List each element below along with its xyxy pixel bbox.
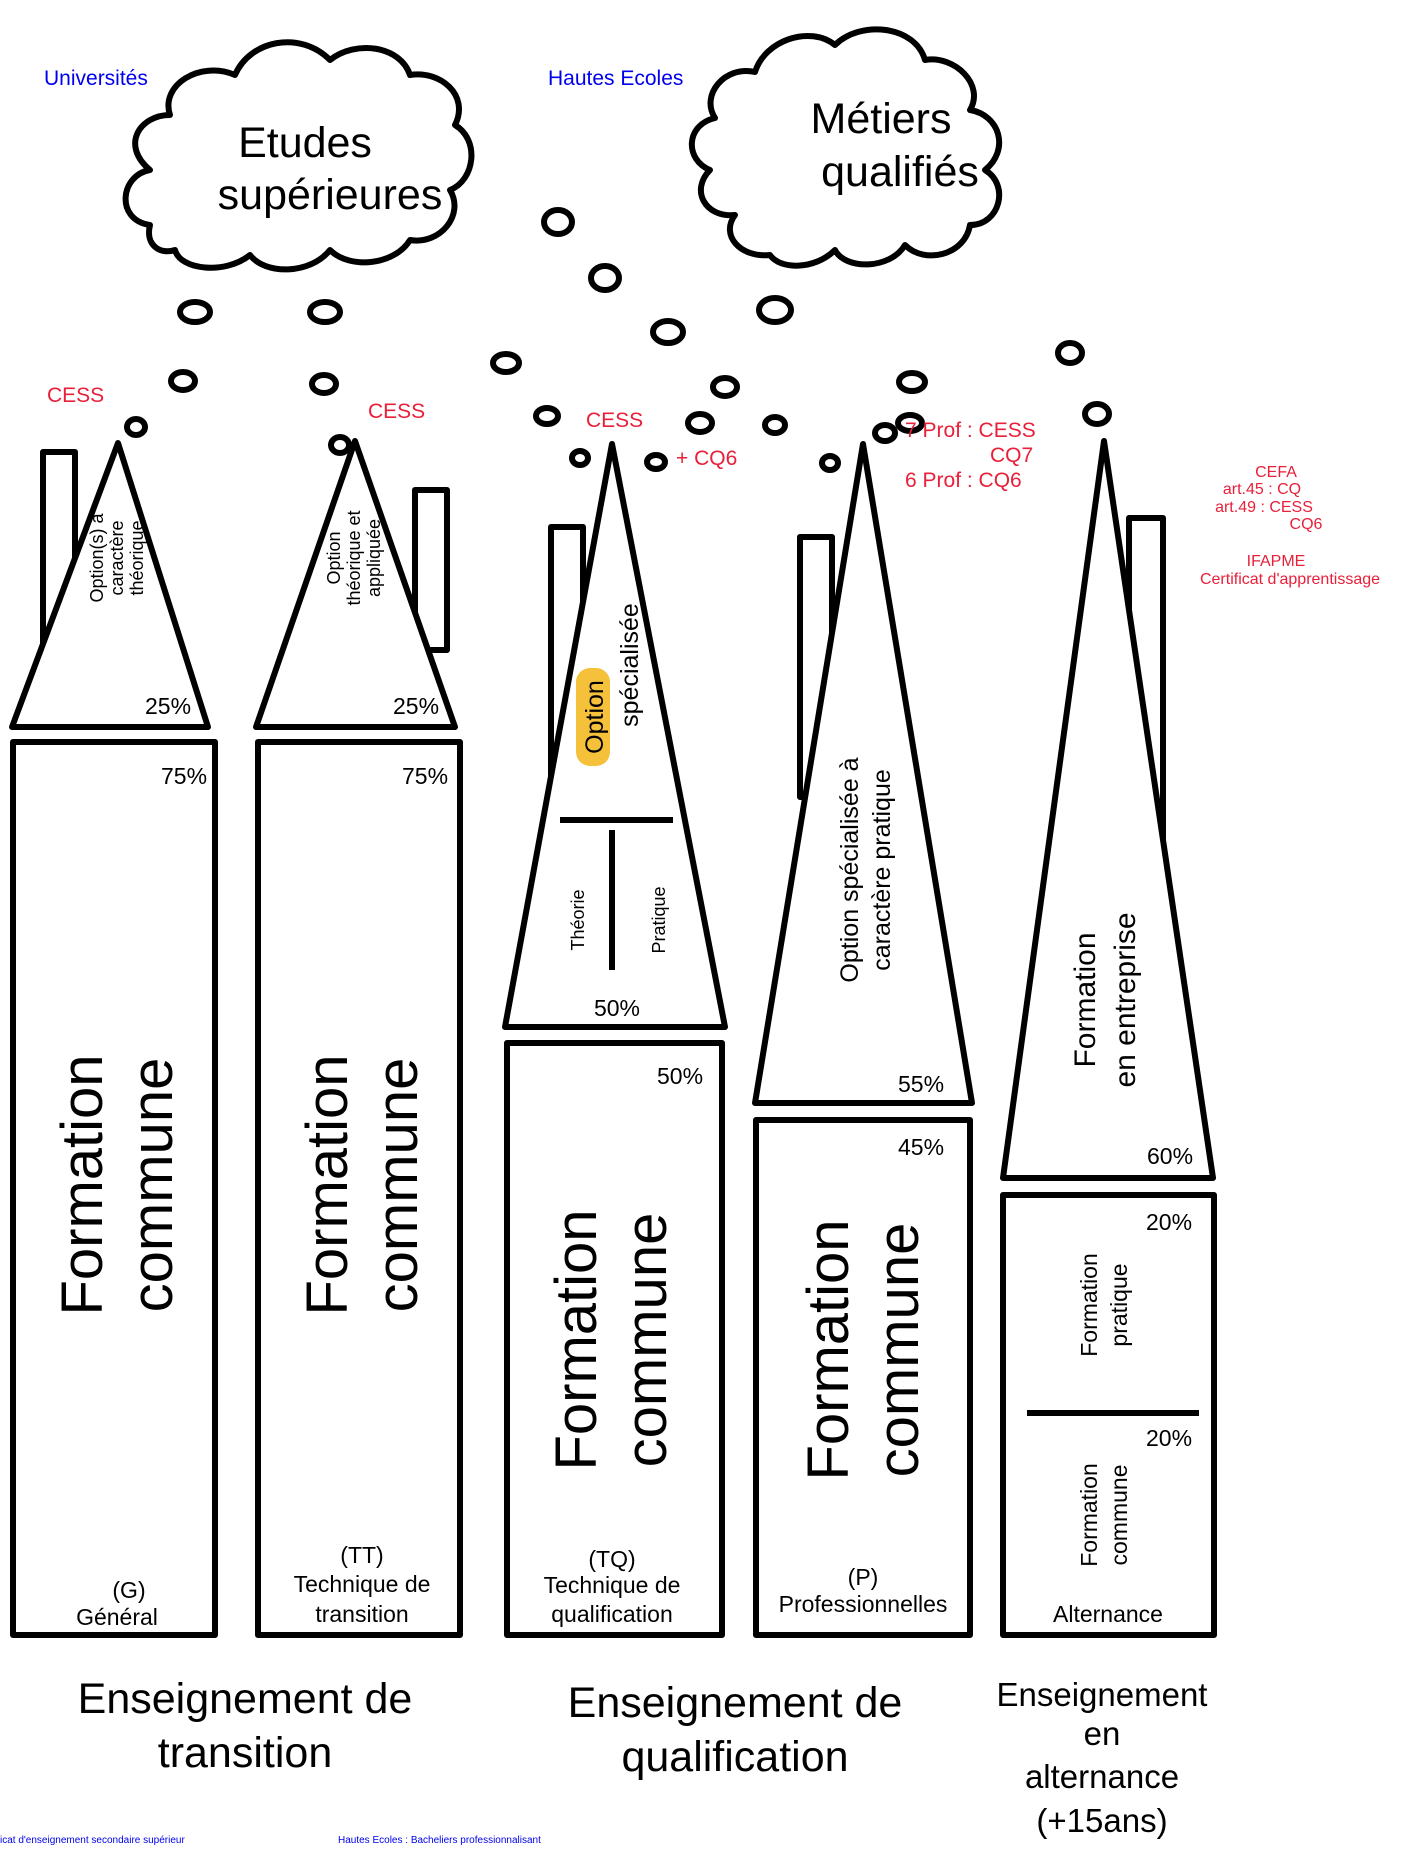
alt-common-line1: Formation xyxy=(1076,1463,1102,1567)
cloud-etudes-superieures xyxy=(122,39,475,273)
cert-g: CESS xyxy=(47,384,104,407)
alt-practice-line2: pratique xyxy=(1106,1263,1132,1346)
triangle-tq-option xyxy=(502,441,728,1030)
label-universites: Universités xyxy=(44,67,148,90)
cloud-metiers-qualifies xyxy=(688,26,1003,269)
alt-option-line2: en entreprise xyxy=(1109,912,1142,1087)
g-option-line3: théorique xyxy=(127,520,147,595)
bottom-transition-line1: Enseignement de xyxy=(78,1675,413,1723)
triangle-g-option xyxy=(9,440,211,730)
alt-common-line2: commune xyxy=(1106,1465,1132,1566)
tq-code: (TQ) xyxy=(588,1546,635,1572)
triangle-p-option xyxy=(752,441,975,1106)
alt-option-pct: 60% xyxy=(1147,1143,1193,1169)
bottom-alternance-line2: en xyxy=(1084,1715,1121,1752)
tq-option-highlight xyxy=(576,668,610,766)
tq-option-pct: 50% xyxy=(594,995,640,1021)
alt-common-pct: 20% xyxy=(1146,1425,1192,1451)
footnote-right: Hautes Ecoles : Bacheliers professionnal… xyxy=(338,1835,541,1846)
g-option-line1: Option(s) à xyxy=(87,513,107,603)
cloud-right-line1: Métiers xyxy=(811,95,952,143)
bottom-transition-line2: transition xyxy=(158,1729,332,1777)
triangle-tt-option xyxy=(253,438,458,730)
tq-common-pct: 50% xyxy=(657,1063,703,1089)
bottom-qualification-line1: Enseignement de xyxy=(568,1679,903,1727)
cert-tq: CESS xyxy=(586,409,643,432)
bottom-alternance-line3: alternance xyxy=(1025,1758,1179,1795)
cloud-right-line2: qualifiés xyxy=(821,148,979,196)
g-code: (G) xyxy=(112,1577,145,1603)
tt-option-line1: Option xyxy=(324,531,344,584)
box-tt-common xyxy=(255,739,463,1638)
cert-alt-ifapme: IFAPME xyxy=(1247,553,1306,570)
tq-option-word2: spécialisée xyxy=(616,603,644,727)
alt-practice-line1: Formation xyxy=(1076,1253,1102,1357)
tt-option-pct: 25% xyxy=(393,693,439,719)
tq-name1: Technique de xyxy=(544,1572,681,1598)
box-p-common xyxy=(753,1117,973,1638)
g-common-pct: 75% xyxy=(161,763,207,789)
alt-practice-pct: 20% xyxy=(1146,1209,1192,1235)
thought-bubbles xyxy=(124,207,1112,473)
footnote-left: icat d'enseignement secondaire supérieur xyxy=(0,1835,185,1846)
tt-option-line2: théorique et xyxy=(344,510,364,605)
cert-alt-cq6: CQ6 xyxy=(1290,516,1323,533)
cloud-left-line2: supérieures xyxy=(218,171,443,219)
cert-alt-cefa: CEFA xyxy=(1255,464,1297,481)
cert-tq-extra: + CQ6 xyxy=(676,447,737,470)
g-common-line2: commune xyxy=(120,1058,185,1313)
tq-common-line2: commune xyxy=(614,1213,679,1468)
p-option-line1: Option spécialisée à xyxy=(836,757,864,982)
cert-alt-art45: art.45 : CQ xyxy=(1223,481,1301,498)
cert-p-line1: 7 Prof : CESS xyxy=(905,419,1036,442)
tt-common-line1: Formation xyxy=(295,1054,360,1315)
g-option-line2: caractère xyxy=(107,520,127,595)
cert-tt: CESS xyxy=(368,400,425,423)
cloud-left-line1: Etudes xyxy=(238,119,372,167)
g-option-pct: 25% xyxy=(145,693,191,719)
tt-option-line3: appliquée xyxy=(364,519,384,597)
triangle-alt-option xyxy=(1000,438,1216,1181)
g-name: Général xyxy=(76,1604,158,1630)
cert-p-line3: 6 Prof : CQ6 xyxy=(905,469,1022,492)
tq-common-line1: Formation xyxy=(544,1209,609,1470)
tq-name2: qualification xyxy=(551,1601,672,1627)
tt-name2: transition xyxy=(315,1601,408,1627)
g-common-line1: Formation xyxy=(50,1054,115,1315)
p-code: (P) xyxy=(848,1564,879,1590)
tt-common-line2: commune xyxy=(365,1058,430,1313)
tt-common-pct: 75% xyxy=(402,763,448,789)
tt-code: (TT) xyxy=(340,1542,383,1568)
p-name: Professionnelles xyxy=(779,1591,948,1617)
tt-name1: Technique de xyxy=(294,1571,431,1597)
p-common-pct: 45% xyxy=(898,1134,944,1160)
tq-option-word: Option xyxy=(581,680,609,754)
p-option-pct: 55% xyxy=(898,1071,944,1097)
cert-alt-certif: Certificat d'apprentissage xyxy=(1200,571,1380,588)
bottom-alternance-line4: (+15ans) xyxy=(1036,1802,1167,1839)
cert-alt-art49: art.49 : CESS xyxy=(1215,499,1313,516)
alt-name: Alternance xyxy=(1053,1601,1163,1627)
cert-p-line2: CQ7 xyxy=(990,444,1033,467)
box-alt xyxy=(1000,1192,1217,1638)
alt-option-line1: Formation xyxy=(1069,932,1102,1067)
bottom-qualification-line2: qualification xyxy=(621,1733,848,1781)
tq-practice: Pratique xyxy=(649,886,669,953)
box-tq-common xyxy=(504,1040,725,1638)
label-hautes-ecoles: Hautes Ecoles xyxy=(548,67,683,90)
p-option-line2: caractère pratique xyxy=(868,769,896,971)
p-common-line1: Formation xyxy=(796,1219,861,1480)
box-g-common xyxy=(10,739,218,1638)
bottom-alternance-line1: Enseignement xyxy=(997,1676,1208,1713)
p-common-line2: commune xyxy=(866,1223,931,1478)
tq-theory: Théorie xyxy=(568,889,588,950)
